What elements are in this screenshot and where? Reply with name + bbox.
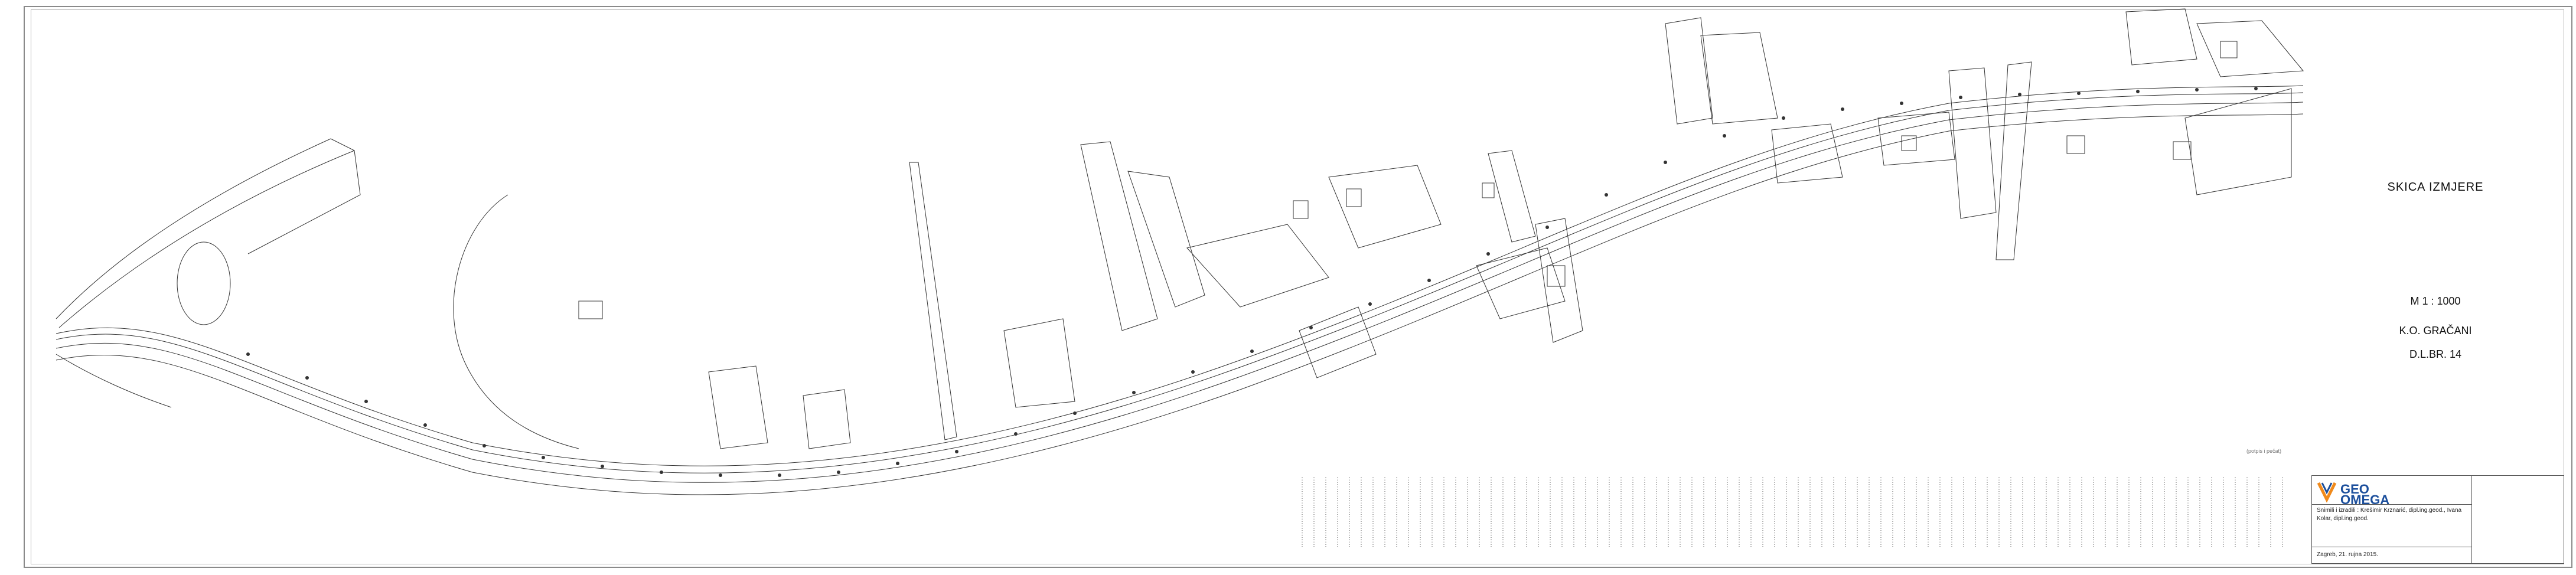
parcel-outline xyxy=(1665,17,1713,125)
building xyxy=(2173,141,2192,160)
road-verge-south xyxy=(56,113,2304,495)
sheet-number: D.L.BR. 14 xyxy=(2409,348,2462,360)
ramp-south xyxy=(56,354,172,408)
scale-label: M 1 : 1000 xyxy=(2410,295,2461,307)
parcel-outline xyxy=(1877,112,1955,166)
parcel-outline xyxy=(1080,141,1158,331)
building xyxy=(1901,135,1917,151)
title-block: GEO OMEGA Snimili i izradili : Krešimir … xyxy=(2311,475,2564,564)
sheet-info-panel: SKICA IZMJERE M 1 : 1000 K.O. GRAČANI D.… xyxy=(2307,9,2564,564)
terrain-line xyxy=(247,138,361,254)
parcel-outline xyxy=(1186,224,1329,308)
road-edge-north xyxy=(56,85,2304,466)
building xyxy=(1482,182,1495,198)
parcel-outline xyxy=(1995,61,2032,260)
parcel-outline xyxy=(708,365,768,449)
roundabout xyxy=(177,241,231,325)
signature-note: (potpis i pečat) xyxy=(2246,448,2282,454)
parcel-outline xyxy=(2196,20,2304,77)
company-name-line2: OMEGA xyxy=(2340,492,2390,507)
parcel-outline xyxy=(1948,67,1997,219)
inner-frame xyxy=(31,9,2564,564)
parcel-outline xyxy=(803,389,851,449)
building xyxy=(1346,188,1362,207)
parcel-outline xyxy=(909,162,957,440)
parcel-outline xyxy=(1700,32,1778,125)
parcel-outline xyxy=(1328,165,1442,249)
stream xyxy=(453,194,579,449)
outer-frame xyxy=(24,6,2572,568)
parcel-outline xyxy=(2125,8,2197,66)
parcel-outline xyxy=(1127,171,1205,308)
parcel-outline xyxy=(1535,218,1583,343)
company-name-line1: GEO xyxy=(2340,482,2369,496)
road-edge-south xyxy=(56,102,2304,483)
cadastral-municipality: K.O. GRAČANI xyxy=(2399,325,2472,336)
building xyxy=(1547,265,1566,287)
building xyxy=(2066,135,2085,154)
made-by: Snimili i izradili : Krešimir Krznarić, … xyxy=(2317,507,2462,522)
parcel-outline xyxy=(2184,88,2292,195)
building xyxy=(1293,200,1309,219)
ramp-north xyxy=(56,138,331,319)
title-block-divider xyxy=(2312,504,2471,505)
title-block-divider xyxy=(2471,476,2472,563)
ramp-north-2 xyxy=(58,150,355,328)
parcel-outline xyxy=(1003,318,1075,408)
company-logo-icon xyxy=(2317,482,2337,503)
parcel-outline xyxy=(1771,123,1843,184)
parcel-outline xyxy=(1299,306,1377,378)
date: Zagreb, 21. rujna 2015. xyxy=(2317,551,2378,558)
parcel-outline xyxy=(1488,150,1536,243)
building xyxy=(578,300,603,319)
road-edge-center xyxy=(56,92,2304,473)
company-logo: GEO OMEGA xyxy=(2317,479,2405,508)
parcel-outline xyxy=(1476,247,1566,319)
sheet-title: SKICA IZMJERE xyxy=(2387,181,2484,194)
building xyxy=(2220,41,2238,58)
